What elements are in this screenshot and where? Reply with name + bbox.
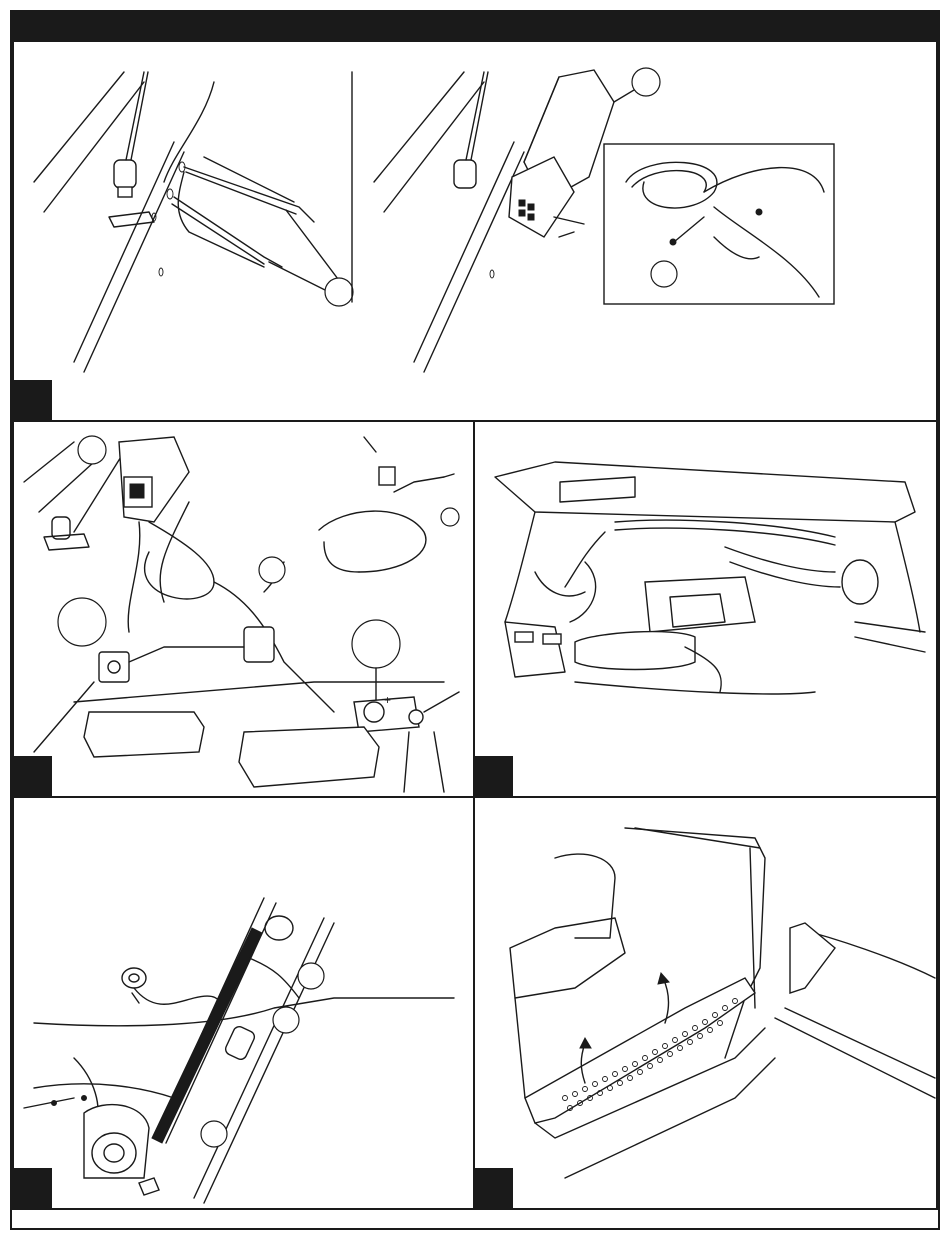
step-number-box-5 xyxy=(475,1168,513,1208)
footer-rule xyxy=(12,1208,938,1210)
panel-1-bracket-mounting xyxy=(12,40,938,422)
step-number-box-2 xyxy=(14,756,52,796)
panel-4-firewall-grommet xyxy=(12,796,475,1210)
panel-2-battery-connection: + xyxy=(12,420,475,798)
firewall-grommet-illustration xyxy=(14,798,475,1210)
bracket-mounting-illustration xyxy=(14,42,938,422)
step-number-box-3 xyxy=(475,756,513,796)
step-number-box-4 xyxy=(14,1168,52,1208)
door-sill-illustration xyxy=(475,798,938,1210)
header-bar xyxy=(12,12,938,42)
positive-terminal-symbol: + xyxy=(384,693,391,707)
instruction-page: + xyxy=(10,10,940,1230)
engine-bay-illustration xyxy=(475,422,938,798)
battery-connection-illustration: + xyxy=(14,422,475,798)
panel-3-engine-bay-routing xyxy=(473,420,938,798)
step-number-box-1 xyxy=(14,380,52,420)
panel-5-door-sill xyxy=(473,796,938,1210)
